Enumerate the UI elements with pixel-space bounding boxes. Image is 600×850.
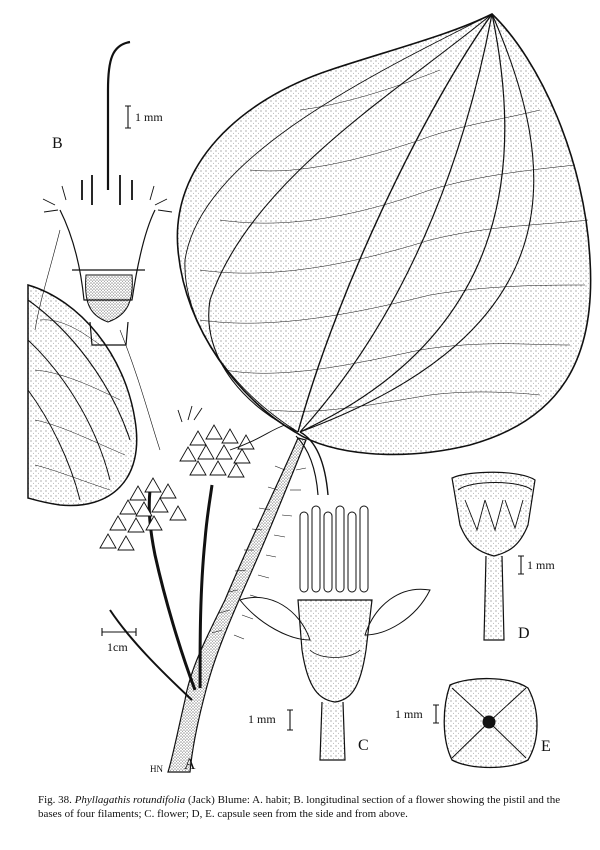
caption-species: Phyllagathis rotundifolia <box>74 794 186 806</box>
figure-caption: Fig. 38. Phyllagathis rotundifolia (Jack… <box>38 793 578 821</box>
scale-label-e: 1 mm <box>395 707 423 721</box>
caption-text: A. habit; B. longitudinal section of a f… <box>38 794 561 820</box>
scale-label-d: 1 mm <box>527 558 555 572</box>
large-leaf <box>176 13 592 496</box>
figure-c-flower <box>239 505 431 761</box>
scale-label-c: 1 mm <box>248 712 276 726</box>
figure-d-capsule-side <box>451 471 536 641</box>
figure-e-capsule-top <box>443 677 538 769</box>
inflorescence <box>99 405 286 551</box>
label-a: A <box>184 756 196 773</box>
left-leaf <box>27 284 138 507</box>
scale-bars <box>101 105 524 731</box>
figure-b-section <box>34 40 173 451</box>
label-b: B <box>52 135 63 152</box>
label-d: D <box>518 625 530 642</box>
caption-fig-no: Fig. 38. <box>38 794 72 806</box>
label-c: C <box>358 737 369 754</box>
caption-authority: (Jack) Blume: <box>187 794 250 806</box>
scale-label-a: 1cm <box>107 640 128 654</box>
label-e: E <box>541 738 551 755</box>
scale-label-b: 1 mm <box>135 110 163 124</box>
artist-initials: HN <box>150 764 163 774</box>
